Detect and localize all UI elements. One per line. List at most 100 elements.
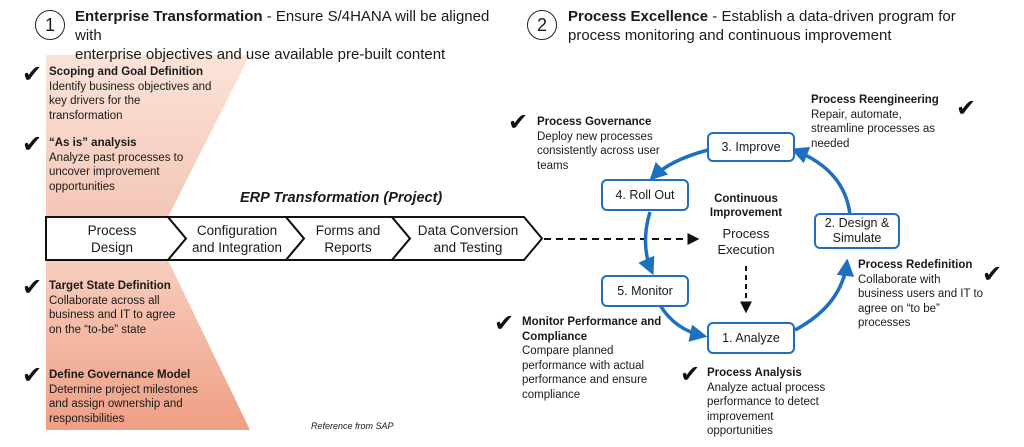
box-monitor: 5. Monitor [601, 275, 689, 307]
note-process-governance: Process Governance Deploy new processes … [537, 115, 707, 173]
box-design-line: Simulate [832, 231, 882, 245]
note-line: on the “to-be” state [49, 323, 147, 336]
note-title: Process Reengineering [811, 94, 939, 106]
cycle-center-sub-line: Process [722, 226, 770, 241]
check-icon: ✔ [22, 130, 43, 158]
box-improve: 3. Improve [707, 132, 795, 162]
box-analyze: 1. Analyze [707, 322, 795, 354]
erp-title: ERP Transformation (Project) [240, 190, 443, 206]
note-line: transformation [49, 109, 123, 122]
chevron-data-conversion [389, 216, 544, 261]
stage-line: Forms and [315, 223, 381, 238]
stage-data-conversion: Data Conversion and Testing [404, 222, 532, 256]
note-title-line: Compliance [522, 330, 588, 343]
check-icon: ✔ [982, 260, 1003, 288]
stage-line: Reports [324, 240, 372, 255]
note-line: business and IT to agree [49, 309, 176, 321]
note-title: Target State Definition [49, 280, 171, 292]
note-line: processes [858, 317, 911, 329]
note-process-reengineering: Process Reengineering Repair, automate, … [811, 93, 961, 151]
note-line: performance and ensure [522, 374, 648, 386]
box-rollout: 4. Roll Out [601, 179, 689, 211]
note-line: Analyze actual process [707, 381, 826, 394]
section-2-header: Process Excellence - Establish a data-dr… [568, 7, 1018, 45]
arc-rollout-to-monitor [638, 211, 655, 276]
note-line: Determine project milestones [49, 383, 198, 396]
arc-design-to-improve [790, 146, 852, 216]
note-line: uncover improvement [49, 166, 160, 178]
check-icon: ✔ [508, 108, 529, 136]
section-2-subtitle-2: process monitoring and continuous improv… [568, 27, 892, 44]
section-2-number: 2 [527, 10, 557, 40]
note-title: Define Governance Model [49, 369, 191, 381]
note-title: Scoping and Goal Definition [49, 66, 203, 78]
stage-configuration: Configuration and Integration [180, 222, 294, 256]
note-line: business users and IT to [858, 288, 984, 300]
note-line: responsibilities [49, 412, 125, 425]
check-icon: ✔ [22, 60, 43, 88]
note-line: and assign ownership and [49, 398, 183, 410]
stage-line: Configuration [196, 223, 278, 238]
note-as-is: “As is” analysis Analyze past processes … [49, 136, 239, 194]
note-line: opportunities [707, 425, 773, 437]
note-line: Repair, automate, [811, 108, 902, 121]
note-line: improvement [707, 410, 774, 423]
check-icon: ✔ [956, 94, 977, 122]
stage-line: Design [90, 240, 134, 255]
check-icon: ✔ [680, 360, 701, 388]
note-line: Collaborate with [858, 273, 941, 286]
stage-line: and Integration [191, 240, 283, 255]
note-line: needed [811, 137, 850, 150]
note-line: performance with actual [522, 359, 645, 372]
note-line: compliance [522, 388, 581, 401]
stage-line: Data Conversion [417, 223, 519, 238]
note-title: “As is” analysis [49, 137, 137, 149]
check-icon: ✔ [494, 309, 515, 337]
note-line: teams [537, 159, 569, 172]
box-design-simulate: 2. Design &Simulate [814, 213, 900, 249]
section-2-title: Process Excellence [568, 8, 709, 25]
arc-analyze-to-design [794, 258, 855, 332]
cycle-center-title-line: Continuous [714, 193, 778, 205]
check-icon: ✔ [22, 273, 43, 301]
note-process-analysis: Process Analysis Analyze actual process … [707, 366, 857, 439]
note-line: consistently across user [537, 145, 660, 157]
section-1-number: 1 [35, 10, 65, 40]
funnel-bottom [46, 260, 250, 430]
check-icon: ✔ [22, 361, 43, 389]
note-scoping: Scoping and Goal Definition Identify bus… [49, 65, 239, 123]
cycle-center-sub-line: Execution [717, 242, 775, 257]
note-governance-model: Define Governance Model Determine projec… [49, 368, 239, 426]
section-1-subtitle-2: enterprise objectives and use available … [75, 46, 446, 63]
section-1-subtitle-1: - Ensure S/4HANA will be aligned with [75, 8, 490, 44]
note-line: key drivers for the [49, 95, 141, 107]
section-1-title: Enterprise Transformation [75, 8, 263, 25]
note-process-redefinition: Process Redefinition Collaborate with bu… [858, 258, 988, 331]
note-line: agree on “to be” [858, 302, 940, 315]
stage-line: and Testing [433, 240, 503, 255]
funnel-top [46, 55, 250, 217]
note-title: Process Analysis [707, 367, 802, 379]
note-line: Analyze past processes to [49, 151, 184, 164]
arc-monitor-to-analyze [658, 304, 708, 342]
note-line: Collaborate across all [49, 294, 160, 307]
note-line: Compare planned [522, 345, 614, 357]
note-line: Identify business objectives and [49, 80, 212, 93]
note-line: streamline processes as [811, 123, 935, 135]
note-line: Deploy new processes [537, 130, 653, 143]
note-target-state: Target State Definition Collaborate acro… [49, 279, 239, 337]
section-2-subtitle-1: - Establish a data-driven program for [708, 8, 956, 25]
note-line: performance to detect [707, 396, 819, 408]
note-title-line: Monitor Performance and [522, 316, 662, 328]
note-title: Process Redefinition [858, 259, 973, 271]
arc-improve-to-rollout [649, 148, 709, 181]
cycle-center-title-line: Improvement [709, 207, 783, 219]
section-1-header: Enterprise Transformation - Ensure S/4HA… [75, 7, 515, 64]
